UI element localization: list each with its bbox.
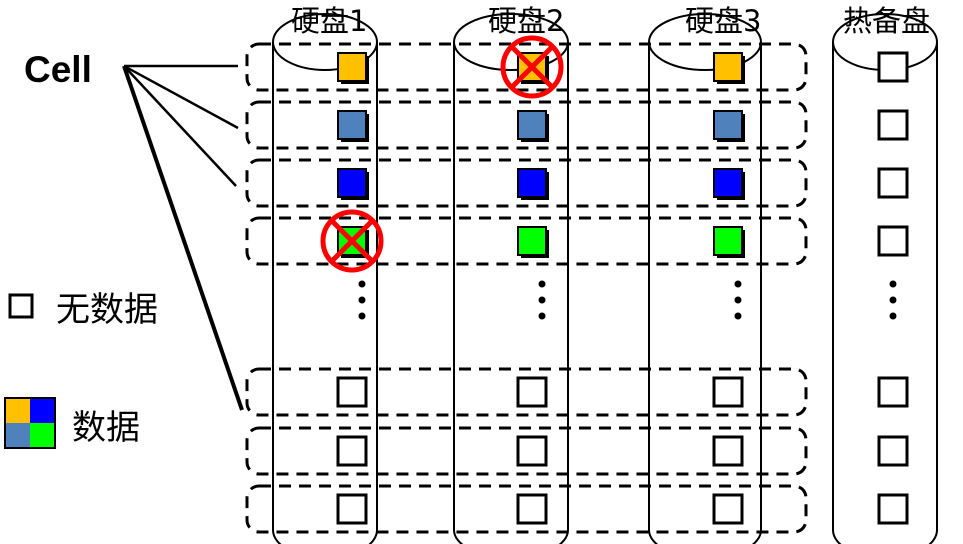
empty-block — [877, 435, 909, 467]
ellipsis-dot — [889, 312, 897, 320]
ellipsis-dot — [358, 312, 366, 320]
ellipsis-dot — [734, 296, 742, 304]
cell-label: Cell — [24, 49, 92, 90]
data-block-steel-blue — [713, 110, 743, 140]
disk-2-cylinder-body — [453, 42, 569, 544]
empty-block — [516, 435, 548, 467]
legend-swatch-yellow — [5, 398, 30, 423]
legend-swatch-steel-blue — [5, 423, 30, 448]
empty-block — [877, 376, 909, 408]
empty-block — [877, 225, 909, 257]
legend-empty-icon — [8, 293, 34, 319]
disk-4-cylinder-body — [832, 42, 938, 544]
ellipsis-dot — [734, 312, 742, 320]
data-block-blue — [517, 168, 547, 198]
cell-stripe-row-8 — [245, 484, 808, 534]
data-block-green — [713, 226, 743, 256]
cell-leader-line — [123, 65, 237, 187]
data-block-steel-blue — [517, 110, 547, 140]
empty-block — [336, 493, 368, 525]
data-block-blue — [337, 168, 367, 198]
ellipsis-dot — [358, 280, 366, 288]
data-block-blue — [713, 168, 743, 198]
failure-circle-icon — [500, 35, 564, 99]
cell-stripe-row-3 — [245, 158, 808, 208]
empty-block — [336, 435, 368, 467]
ellipsis-dot — [734, 280, 742, 288]
cell-stripe-row-1 — [245, 42, 808, 92]
failure-x-line — [510, 45, 554, 89]
ellipsis-dot — [538, 280, 546, 288]
failure-circle-icon — [320, 209, 384, 273]
data-block-green — [517, 226, 547, 256]
empty-block — [877, 51, 909, 83]
empty-block — [712, 435, 744, 467]
legend-swatch-green — [30, 423, 55, 448]
ellipsis-dot — [358, 296, 366, 304]
empty-block — [712, 493, 744, 525]
empty-block — [516, 376, 548, 408]
failure-x-line — [330, 219, 374, 263]
legend-swatch-blue — [30, 398, 55, 423]
disk-1-cylinder-body — [272, 42, 378, 544]
disk-label-3: 硬盘3 — [685, 4, 762, 38]
empty-block — [712, 376, 744, 408]
disk-label-spare: 热备盘 — [843, 4, 931, 38]
empty-block — [877, 493, 909, 525]
ellipsis-dot — [538, 296, 546, 304]
disk-label-1: 硬盘1 — [291, 4, 368, 38]
ellipsis-dot — [889, 280, 897, 288]
empty-block — [877, 109, 909, 141]
cell-leader-line — [123, 64, 239, 130]
data-block-yellow — [337, 52, 367, 82]
ellipsis-dot — [538, 312, 546, 320]
data-block-yellow — [713, 52, 743, 82]
disk-label-2: 硬盘2 — [488, 4, 565, 38]
ellipsis-dot — [889, 296, 897, 304]
cell-stripe-row-7 — [245, 426, 808, 476]
cell-stripe-row-6 — [245, 367, 808, 417]
cell-leader-line — [122, 65, 244, 411]
data-block-steel-blue — [337, 110, 367, 140]
legend-data-icon — [4, 397, 56, 449]
legend-data-label: 数据 — [72, 408, 140, 448]
cell-stripe-row-2 — [245, 100, 808, 150]
disk-3-cylinder-body — [648, 42, 762, 544]
empty-block — [336, 376, 368, 408]
legend-empty-label: 无数据 — [56, 290, 158, 330]
cell-stripe-row-4 — [245, 216, 808, 266]
empty-block — [516, 493, 548, 525]
empty-block — [877, 167, 909, 199]
